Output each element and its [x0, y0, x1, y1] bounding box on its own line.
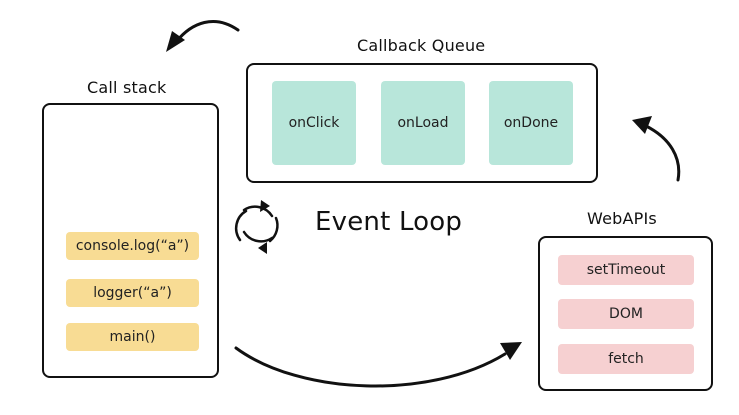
stack-frame-console-log: console.log(“a”) [66, 232, 199, 260]
stack-to-webapis-arrow [234, 346, 507, 388]
callback-queue-panel: onClick onLoad onDone [246, 63, 598, 183]
stack-frame-logger: logger(“a”) [66, 279, 199, 307]
webapi-item-settimeout: setTimeout [558, 255, 694, 285]
call-stack-panel: console.log(“a”) logger(“a”) main() [42, 103, 219, 378]
stack-frame-main: main() [66, 323, 199, 351]
queue-to-stack-arrow [174, 20, 240, 44]
webapis-title: WebAPIs [587, 209, 657, 228]
webapi-item-fetch: fetch [558, 344, 694, 374]
callback-queue-title: Callback Queue [357, 36, 486, 55]
queue-item-onload: onLoad [381, 81, 465, 165]
event-loop-cycle-icon [234, 200, 279, 254]
webapi-item-dom: DOM [558, 299, 694, 329]
event-loop-label: Event Loop [315, 207, 463, 237]
webapis-panel: setTimeout DOM fetch [538, 236, 713, 391]
webapis-to-queue-arrow [644, 124, 681, 182]
queue-item-onclick: onClick [272, 81, 356, 165]
stack-to-webapis-arrowhead [500, 342, 522, 360]
queue-to-stack-arrowhead [166, 31, 185, 52]
queue-item-ondone: onDone [489, 81, 573, 165]
webapis-to-queue-arrowhead [632, 116, 652, 134]
call-stack-title: Call stack [87, 78, 167, 97]
